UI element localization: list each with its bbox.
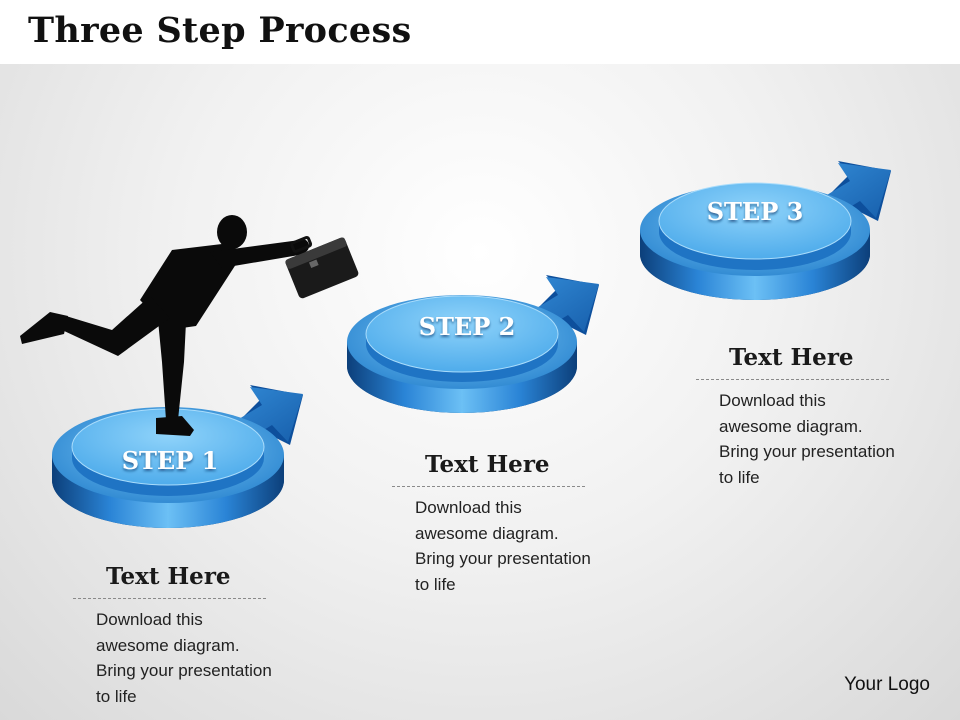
step-1-heading: Text Here [106, 563, 231, 590]
step-3-divider [696, 379, 889, 380]
logo-placeholder: Your Logo [844, 674, 930, 695]
step-2-text-block: Text Here Download this awesome diagram.… [392, 451, 645, 597]
step-2-heading: Text Here [425, 451, 550, 478]
step-2-label: STEP 2 [419, 312, 516, 341]
step-1-divider [73, 598, 266, 599]
header-bar: Three Step Process [0, 0, 960, 64]
step-3-disc [640, 182, 870, 300]
step-3-label: STEP 3 [707, 197, 804, 226]
step-2-disc [347, 295, 577, 413]
step-1-body: Download this awesome diagram. Bring you… [96, 610, 272, 706]
step-1-text-block: Text Here Download this awesome diagram.… [73, 563, 326, 709]
step-3-body: Download this awesome diagram. Bring you… [719, 391, 895, 487]
step-3-text-block: Text Here Download this awesome diagram.… [696, 344, 949, 490]
businessman-silhouette-icon [20, 215, 309, 436]
step-1-label: STEP 1 [122, 446, 219, 475]
step-2-divider [392, 486, 585, 487]
step-3-heading: Text Here [729, 344, 854, 371]
page-title: Three Step Process [28, 10, 412, 51]
step-2-body: Download this awesome diagram. Bring you… [415, 498, 591, 594]
step-1-disc [52, 407, 284, 528]
briefcase-icon [285, 236, 359, 299]
